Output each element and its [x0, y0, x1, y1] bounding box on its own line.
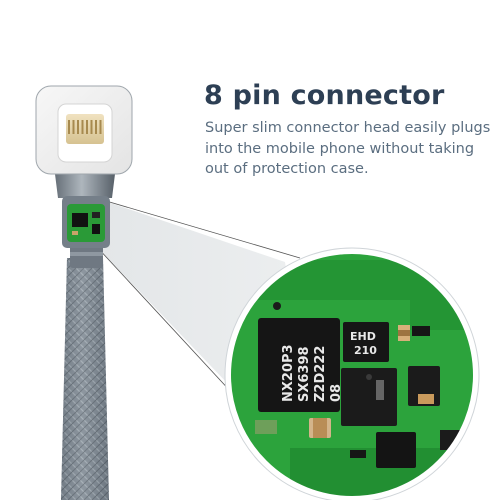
small-ic-chip: EHD 210 [343, 322, 389, 362]
headline: 8 pin connector [204, 80, 445, 111]
magnifier-lens: NX20P3 SX6398 Z2D222 08 EHD 210 [224, 247, 480, 503]
lightning-plug [35, 85, 133, 175]
chip-marking: EHD [350, 330, 376, 343]
braided-cable [61, 238, 109, 500]
chip-marking: 210 [354, 344, 377, 357]
feature-description: Super slim connector head easily plugs i… [205, 120, 491, 177]
chip-marking: Z2D222 [313, 346, 328, 402]
pcb-window [67, 204, 105, 242]
chip-marking: SX6398 [297, 346, 312, 402]
main-ic-chip: NX20P3 SX6398 Z2D222 08 [258, 318, 344, 412]
chip-marking: 08 [329, 384, 344, 402]
chip-marking: NX20P3 [281, 344, 296, 402]
